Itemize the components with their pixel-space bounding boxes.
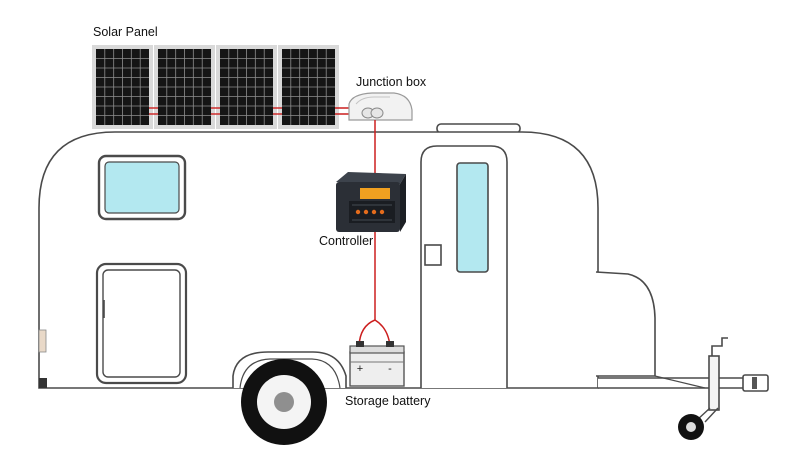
solar-panel-array	[92, 45, 352, 129]
tow-drawbar	[598, 377, 766, 389]
solar-panel	[154, 45, 215, 129]
front-nose-cover	[595, 271, 656, 377]
jockey-wheel	[678, 414, 704, 440]
label-storage-battery: Storage battery	[345, 394, 431, 408]
caravan-trailer	[38, 123, 769, 423]
main-wheel	[241, 359, 327, 445]
rear-light	[38, 329, 47, 353]
label-junction-box: Junction box	[356, 75, 427, 89]
controller-display	[360, 188, 390, 199]
charge-controller	[336, 172, 406, 232]
wheel-arch-inner	[239, 358, 341, 389]
solar-panel	[92, 45, 153, 129]
hitch-knob	[752, 377, 757, 389]
side-window-glass	[104, 161, 180, 214]
junction-box	[348, 92, 413, 121]
label-controller: Controller	[319, 234, 374, 248]
storage-battery: + -	[349, 341, 405, 387]
rear-bumper	[39, 378, 47, 388]
door-window	[456, 162, 489, 273]
battery-negative-terminal: -	[388, 363, 392, 375]
label-solar-panel: Solar Panel	[93, 25, 158, 39]
storage-hatch-inner	[102, 269, 181, 378]
jockey-crank	[711, 337, 728, 356]
solar-panel	[278, 45, 339, 129]
jockey-post	[708, 355, 720, 411]
door-handle	[424, 244, 442, 266]
tow-drawbar-diagonal	[654, 375, 706, 389]
panel-interconnect-wires	[149, 107, 352, 115]
solar-panel	[216, 45, 277, 129]
battery-positive-terminal: +	[357, 363, 363, 375]
